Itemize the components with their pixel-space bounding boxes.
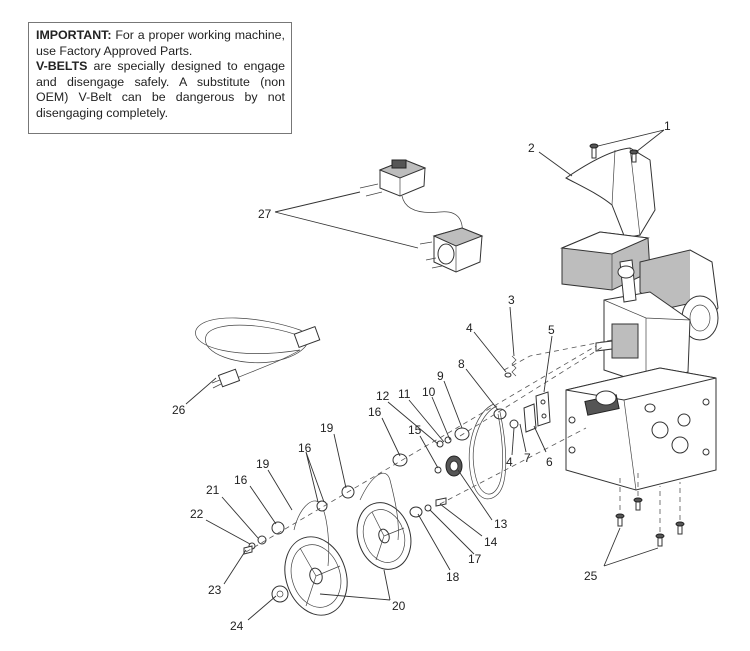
callout-4a: 4 (466, 321, 473, 335)
callout-2: 2 (528, 141, 535, 155)
callout-12: 12 (376, 389, 390, 403)
vbelts-text: are specially designed to engage and dis… (36, 59, 285, 120)
vbelts-label: V-BELTS (36, 59, 88, 74)
callout-4b: 4 (506, 455, 513, 469)
callout-14: 14 (484, 535, 498, 549)
callout-10: 10 (422, 385, 436, 399)
callout-24: 24 (230, 619, 244, 633)
callout-16c: 16 (234, 473, 248, 487)
extension-cord-26 (195, 317, 321, 389)
callout-11: 11 (398, 387, 411, 401)
callout-18: 18 (446, 570, 460, 584)
leader-lines (185, 129, 665, 621)
auger-pulleys-20 (243, 472, 412, 616)
callout-19b: 19 (256, 457, 270, 471)
callout-17: 17 (468, 552, 482, 566)
callout-16a: 16 (368, 405, 382, 419)
callout-labels: 1 2 3 4 4 5 6 7 8 9 10 11 12 13 14 15 16… (172, 119, 671, 633)
callout-6: 6 (546, 455, 553, 469)
callout-15: 15 (408, 423, 422, 437)
callout-21: 21 (206, 483, 220, 497)
callout-22: 22 (190, 507, 204, 521)
callout-3: 3 (508, 293, 515, 307)
assembly-axis-lines (245, 339, 681, 553)
important-label: IMPORTANT: (36, 28, 112, 42)
callout-20: 20 (392, 599, 406, 613)
important-text: For a proper working machine, use Factor… (36, 28, 285, 58)
pulley-hardware (392, 355, 551, 518)
callout-13: 13 (494, 517, 508, 531)
callout-16b: 16 (298, 441, 312, 455)
engine-assembly (560, 147, 719, 491)
callout-8: 8 (458, 357, 465, 371)
callout-1: 1 (664, 119, 671, 133)
callout-9: 9 (437, 369, 444, 383)
callout-25: 25 (584, 569, 598, 583)
callout-27: 27 (258, 207, 272, 221)
callout-26: 26 (172, 403, 186, 417)
callout-7: 7 (524, 451, 531, 465)
callout-23: 23 (208, 583, 222, 597)
callout-5: 5 (548, 323, 555, 337)
callout-19a: 19 (320, 421, 334, 435)
screws-part-1 (589, 143, 639, 163)
electric-starter-27 (359, 159, 484, 273)
screws-part-25 (615, 497, 685, 547)
important-notice-box: IMPORTANT: For a proper working machine,… (28, 22, 292, 134)
